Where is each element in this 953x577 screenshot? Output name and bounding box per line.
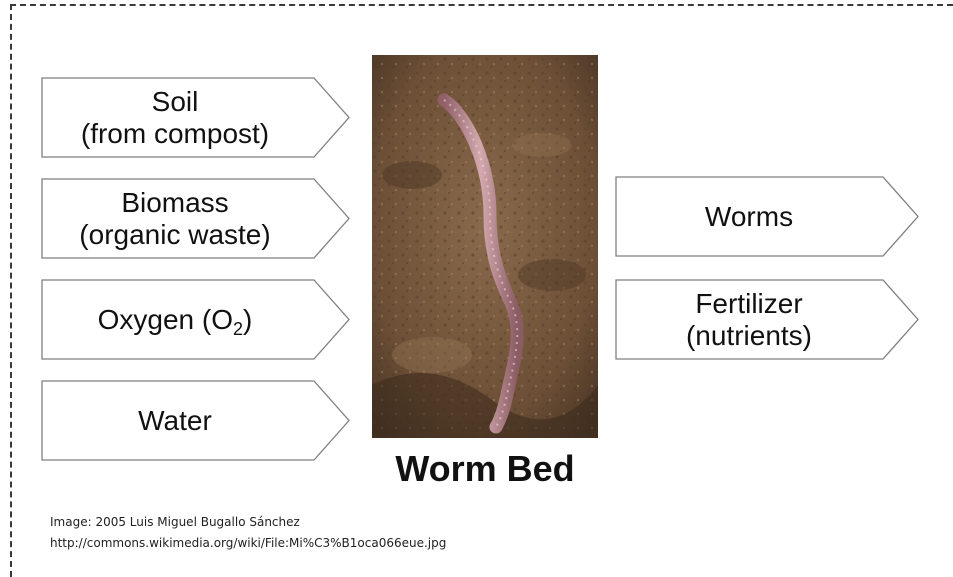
image-credit-url: http://commons.wikimedia.org/wiki/File:M… <box>50 536 446 550</box>
input-arrow-oxygen: Oxygen (O2) <box>41 279 349 358</box>
output-arrow-label: Worms <box>615 176 883 257</box>
dashed-border-top <box>10 4 953 6</box>
input-arrow-soil: Soil (from compost) <box>41 77 349 156</box>
input-arrow-label: Biomass (organic waste) <box>41 178 309 259</box>
output-arrow-worms: Worms <box>615 176 918 255</box>
image-credit-line: Image: 2005 Luis Miguel Bugallo Sánchez <box>50 515 300 529</box>
input-arrow-biomass: Biomass (organic waste) <box>41 178 349 257</box>
input-arrow-water: Water <box>41 380 349 459</box>
dashed-border-left <box>10 4 12 577</box>
input-arrow-label: Water <box>41 380 309 461</box>
output-arrow-fertilizer: Fertilizer (nutrients) <box>615 279 918 358</box>
output-arrow-label: Fertilizer (nutrients) <box>615 279 883 360</box>
worm-bed-title: Worm Bed <box>372 448 598 490</box>
earthworm-photo <box>372 55 598 438</box>
input-arrow-label: Soil (from compost) <box>41 77 309 158</box>
input-arrow-label: Oxygen (O2) <box>41 279 309 360</box>
